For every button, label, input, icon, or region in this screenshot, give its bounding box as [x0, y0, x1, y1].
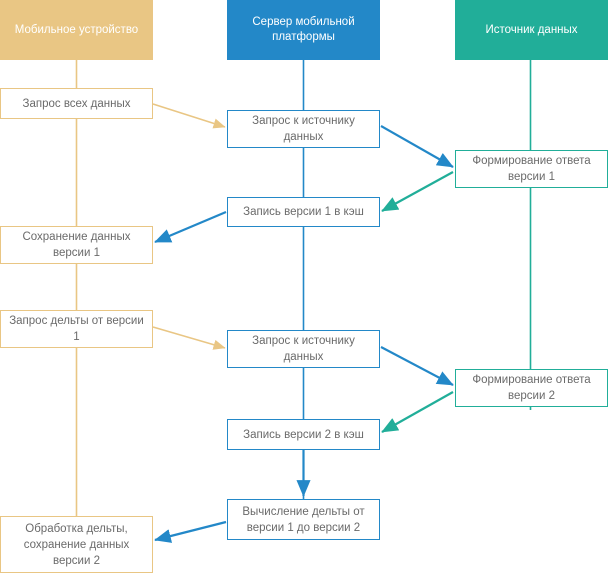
edge-n10-n11 — [154, 520, 227, 543]
node-request-delta-from-v1-label: Запрос дельты от версии 1 — [9, 315, 144, 343]
node-request-all-data-label: Запрос всех данных — [22, 97, 131, 110]
node-save-data-v1-label: Сохранение данных версии 1 — [22, 231, 131, 259]
node-build-response-v2[interactable]: Формирование ответа версии 2 — [455, 369, 608, 407]
edge-n3-n4 — [381, 171, 454, 212]
lane-header-source-label: Источник данных — [485, 23, 578, 36]
node-request-delta-from-v1[interactable]: Запрос дельты от версии 1 — [0, 310, 153, 348]
edge-n6-n7 — [152, 326, 226, 350]
lane-header-server-label: Сервер мобильной платформы — [252, 16, 355, 43]
edge-n1-n2 — [152, 103, 226, 129]
edge-n8-n9 — [381, 391, 454, 433]
node-process-delta-save-v2[interactable]: Обработка дельты, сохранение данных верс… — [0, 516, 153, 573]
node-build-response-v1-label: Формирование ответа версии 1 — [472, 155, 591, 183]
edge-n4-n5 — [154, 210, 227, 244]
node-write-v2-to-cache-label: Запись версии 2 в кэш — [243, 428, 364, 441]
node-compute-delta-label: Вычисление дельты от версии 1 до версии … — [242, 505, 365, 534]
lane-header-device-label: Мобильное устройство — [14, 23, 139, 36]
lane-header-source[interactable]: Источник данных — [455, 0, 608, 60]
edge-n2-n3 — [380, 125, 454, 168]
node-compute-delta[interactable]: Вычисление дельты от версии 1 до версии … — [227, 499, 380, 540]
node-build-response-v1[interactable]: Формирование ответа версии 1 — [455, 150, 608, 188]
node-write-v1-to-cache-label: Запись версии 1 в кэш — [243, 206, 364, 218]
node-save-data-v1[interactable]: Сохранение данных версии 1 — [0, 226, 153, 264]
node-process-delta-save-v2-label: Обработка дельты, сохранение данных верс… — [23, 522, 130, 567]
node-request-to-source-v2[interactable]: Запрос к источнику данных — [227, 330, 380, 368]
node-request-to-source-v2-label: Запрос к источнику данных — [252, 335, 355, 363]
node-write-v2-to-cache[interactable]: Запись версии 2 в кэш — [227, 419, 380, 450]
node-request-to-source-v1[interactable]: Запрос к источнику данных — [227, 110, 380, 148]
edge-n7-n8 — [380, 346, 454, 386]
lane-header-server[interactable]: Сервер мобильной платформы — [227, 0, 380, 60]
node-write-v1-to-cache[interactable]: Запись версии 1 в кэш — [227, 197, 380, 227]
node-request-to-source-v1-label: Запрос к источнику данных — [252, 115, 355, 143]
node-request-all-data[interactable]: Запрос всех данных — [0, 88, 153, 119]
node-build-response-v2-label: Формирование ответа версии 2 — [472, 374, 591, 402]
lane-header-device[interactable]: Мобильное устройство — [0, 0, 153, 60]
